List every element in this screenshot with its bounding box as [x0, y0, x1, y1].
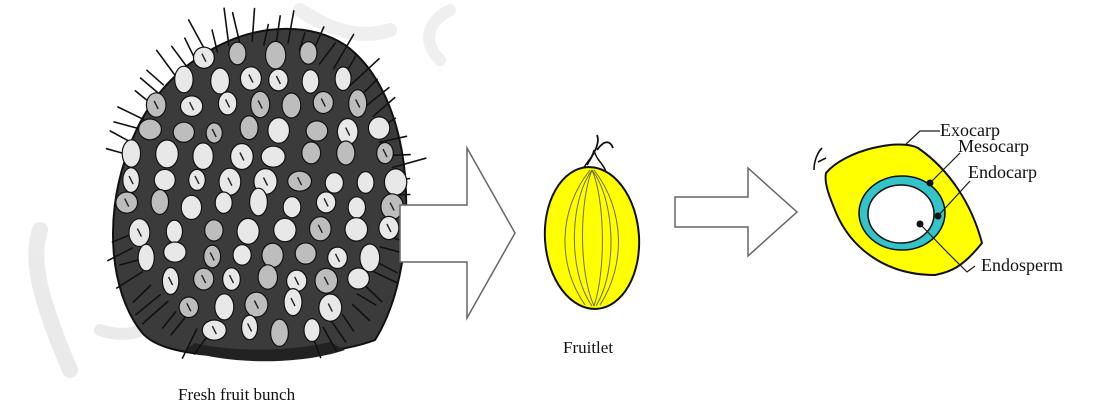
- bunch-drupe: [122, 140, 140, 167]
- bunch-spike: [141, 78, 159, 93]
- bunch-drupe: [345, 218, 368, 241]
- bunch-drupe: [384, 169, 406, 195]
- bunch-spike: [172, 46, 187, 66]
- bunch-drupe: [360, 244, 380, 272]
- bunch-spike: [224, 8, 229, 46]
- bunch-drupe: [266, 41, 286, 69]
- bunch-spike: [110, 131, 129, 141]
- bunch-drupe: [138, 244, 154, 271]
- bunch-drupe: [325, 173, 343, 193]
- stalk-icon: [814, 148, 826, 170]
- bunch-drupe: [282, 93, 301, 118]
- bunch-drupe: [304, 319, 320, 342]
- fruit-cross-section: [814, 144, 982, 275]
- bunch-drupe: [250, 188, 268, 216]
- bunch-drupe: [258, 265, 277, 289]
- bunch-drupe: [175, 66, 193, 93]
- bunch-drupe: [283, 197, 301, 218]
- bunch-drupe: [139, 119, 162, 140]
- endocarp-label: Endocarp: [968, 162, 1037, 182]
- bunch-drupe: [368, 117, 389, 139]
- bunch-drupe: [306, 121, 328, 141]
- bunch-drupe: [271, 319, 289, 346]
- bunch-drupe: [262, 243, 283, 267]
- mesocarp-label: Mesocarp: [958, 136, 1029, 156]
- fruitlet-label: Fruitlet: [563, 338, 613, 357]
- bunch-drupe: [173, 122, 194, 142]
- endosperm-core: [868, 185, 934, 243]
- bunch-drupe: [215, 294, 234, 320]
- bunch-drupe: [237, 218, 259, 244]
- arrow-icon: [400, 148, 515, 318]
- endosperm-label: Endosperm: [981, 255, 1063, 275]
- bunch-drupe: [233, 245, 251, 265]
- bunch-drupe: [156, 140, 179, 168]
- fruit-bunch-icon: [107, 8, 429, 361]
- bunch-drupe: [166, 220, 182, 243]
- bunch-drupe: [357, 172, 374, 194]
- bunch-drupe: [181, 195, 201, 219]
- bunch-drupe: [348, 197, 365, 218]
- fruitlet-icon: [540, 135, 644, 312]
- exocarp-leader: [906, 131, 940, 144]
- bunch-drupe: [193, 143, 213, 170]
- bunch-drupe: [300, 42, 317, 65]
- bunch-drupe: [274, 218, 296, 241]
- bunch-drupe: [164, 242, 186, 262]
- bunch-drupe: [229, 42, 246, 65]
- bunch-spike: [114, 122, 140, 129]
- bunch-drupe: [205, 220, 223, 241]
- bunch-drupe: [151, 190, 169, 215]
- bunch-spike: [118, 107, 143, 119]
- bunch-label: Fresh fruit bunch: [178, 385, 296, 404]
- arrow-icon: [675, 168, 797, 256]
- bunch-drupe: [337, 141, 355, 165]
- bunch-drupe: [295, 243, 316, 264]
- bunch-drupe: [302, 70, 319, 94]
- bunch-drupe: [240, 116, 258, 140]
- bunch-spike: [157, 50, 177, 77]
- bunch-drupe: [335, 67, 351, 91]
- bunch-drupe: [261, 146, 285, 167]
- bunch-drupe: [215, 192, 232, 213]
- bunch-drupe: [154, 169, 175, 190]
- bunch-spike: [147, 70, 163, 85]
- bunch-drupe: [268, 118, 290, 144]
- bunch-drupe: [211, 68, 230, 94]
- bunch-drupe: [302, 142, 321, 164]
- bunch-drupe: [348, 268, 370, 289]
